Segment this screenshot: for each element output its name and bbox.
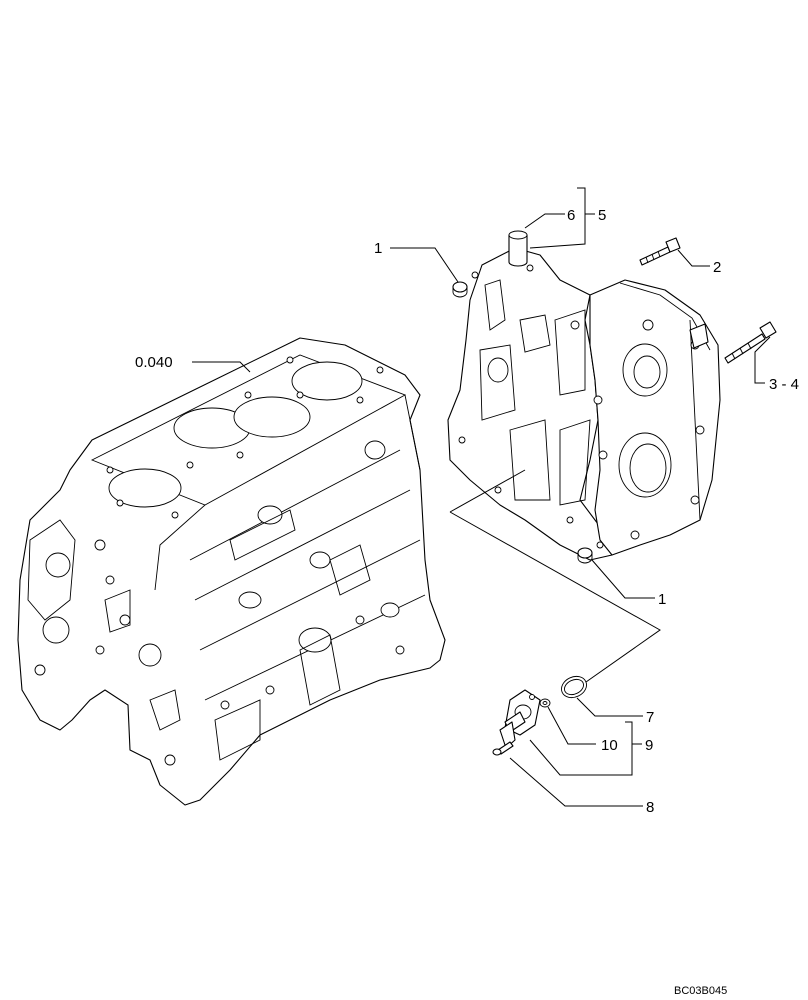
callout-engine-block: 0.040 xyxy=(135,354,173,371)
o-ring-part xyxy=(561,675,587,699)
callout-washer: 10 xyxy=(601,737,618,754)
sensor-screw-part xyxy=(492,741,514,756)
screw-part xyxy=(639,237,681,266)
front-cover-housing xyxy=(447,247,721,561)
drawing-code: BC03B045 xyxy=(674,985,727,997)
callout-plug-upper: 1 xyxy=(374,240,382,257)
callout-o-ring: 7 xyxy=(646,709,654,726)
sensor-part xyxy=(499,689,541,749)
leader-lines xyxy=(192,187,771,807)
plug-upper-part xyxy=(452,281,468,298)
engine-block xyxy=(17,337,446,806)
plug-lower-part xyxy=(577,547,593,564)
callout-plug-lower: 1 xyxy=(658,591,666,608)
callout-screw: 2 xyxy=(713,259,721,276)
callout-cap: 6 xyxy=(567,207,575,224)
callout-cover-group: 5 xyxy=(598,207,606,224)
callout-screw-pair: 3 - 4 xyxy=(769,376,799,393)
washer-part xyxy=(539,698,551,708)
callout-sensor-screw: 8 xyxy=(646,799,654,816)
screw-pair-part xyxy=(724,321,777,364)
callout-sensor-group: 9 xyxy=(645,737,653,754)
cap-part xyxy=(508,230,528,267)
